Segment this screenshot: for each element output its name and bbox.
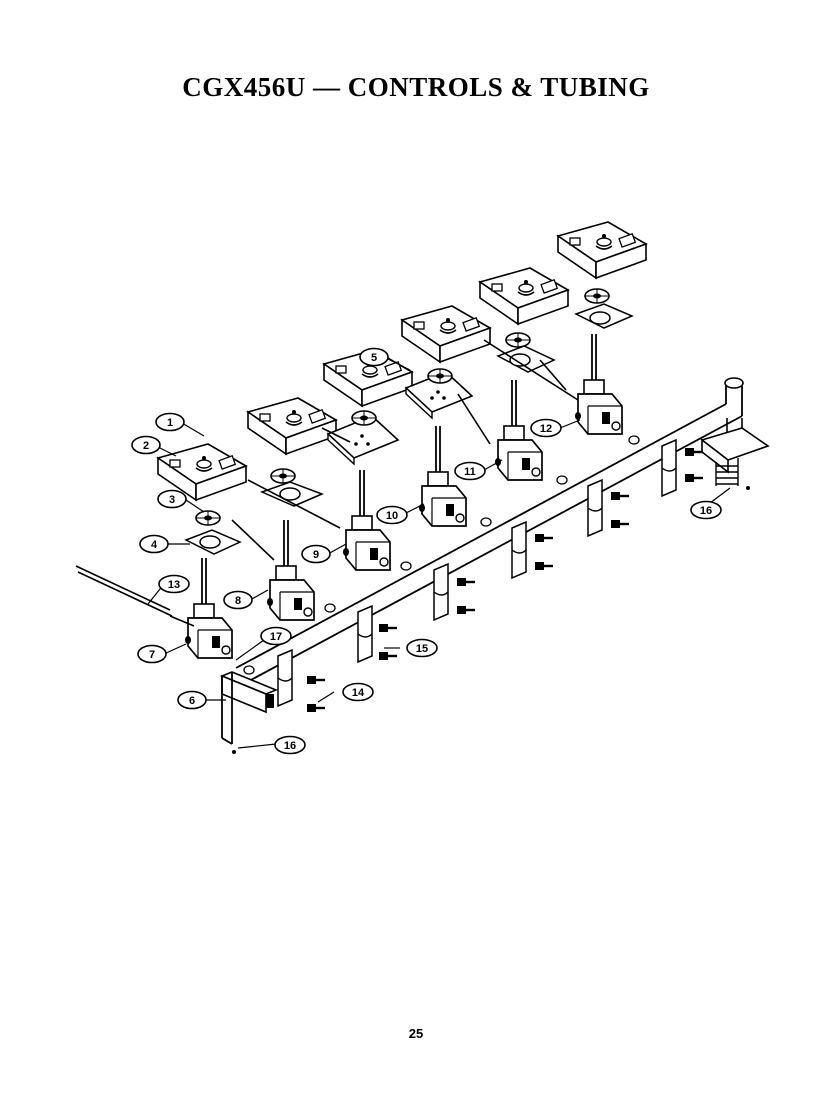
svg-text:11: 11 xyxy=(464,466,476,478)
callout-11: 11 xyxy=(454,461,486,481)
svg-text:8: 8 xyxy=(235,595,241,607)
inlet-fitting xyxy=(700,427,770,490)
svg-text:10: 10 xyxy=(386,510,398,522)
svg-text:4: 4 xyxy=(151,539,158,551)
manifold-pipe xyxy=(235,377,744,689)
callout-16: 16 xyxy=(690,500,722,520)
svg-text:5: 5 xyxy=(371,352,377,364)
callout-7: 7 xyxy=(137,644,167,664)
callout-9: 9 xyxy=(301,544,331,564)
svg-text:9: 9 xyxy=(313,549,319,561)
callout-10: 10 xyxy=(376,505,408,525)
svg-text:16: 16 xyxy=(284,740,296,752)
svg-text:15: 15 xyxy=(416,643,428,655)
pipe-ports xyxy=(243,435,640,675)
valve-bases xyxy=(184,303,634,555)
svg-text:12: 12 xyxy=(540,423,552,435)
page-title: CGX456U — CONTROLS & TUBING xyxy=(182,72,650,102)
callout-5: 5 xyxy=(359,347,389,367)
callout-8: 8 xyxy=(223,590,253,610)
callout-4: 4 xyxy=(139,534,169,554)
callout-12: 12 xyxy=(530,418,562,438)
callout-13: 13 xyxy=(158,574,190,594)
svg-text:6: 6 xyxy=(189,695,195,707)
page-number: 25 xyxy=(408,1026,424,1041)
svg-text:1: 1 xyxy=(167,417,173,429)
callout-3: 3 xyxy=(157,489,187,509)
callout-2: 2 xyxy=(131,435,161,455)
ignition-switches xyxy=(326,368,474,466)
svg-text:14: 14 xyxy=(352,687,365,699)
svg-text:3: 3 xyxy=(169,494,175,506)
mounting-bracket xyxy=(219,671,279,754)
svg-text:16: 16 xyxy=(700,505,712,517)
callout-17: 17 xyxy=(260,626,292,646)
callout-14: 14 xyxy=(342,682,374,702)
callout-15-lower: 16 xyxy=(274,735,306,755)
svg-text:17: 17 xyxy=(270,631,282,643)
callout-6: 6 xyxy=(177,690,207,710)
svg-text:13: 13 xyxy=(168,579,180,591)
svg-text:7: 7 xyxy=(149,649,155,661)
wiring-tubes xyxy=(75,339,579,627)
svg-text:2: 2 xyxy=(143,440,149,452)
callout-1: 1 xyxy=(155,412,185,432)
callout-15: 15 xyxy=(406,638,438,658)
